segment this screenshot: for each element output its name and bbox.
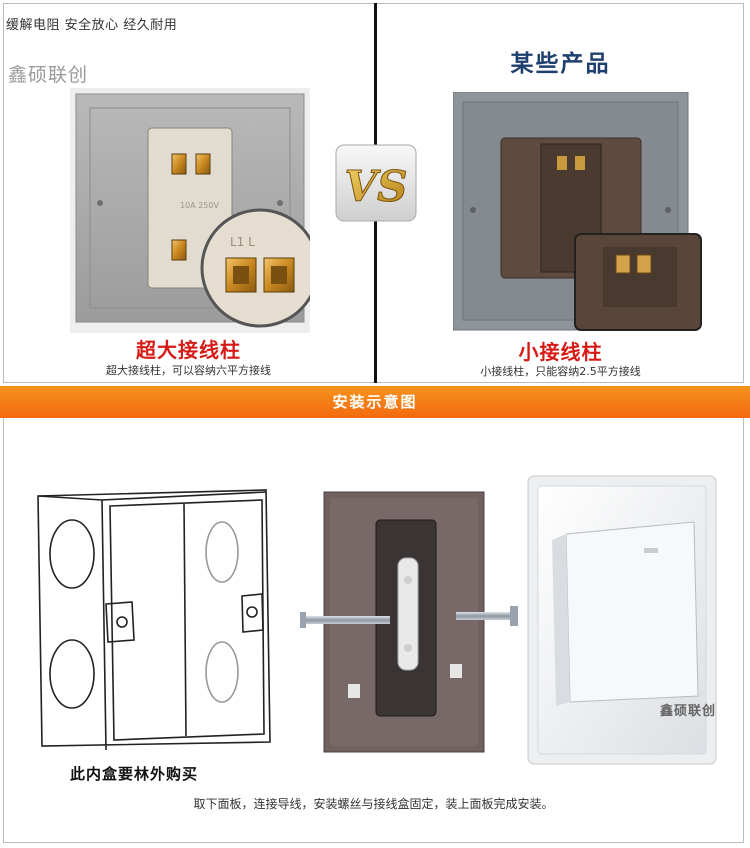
junction-box-drawing [37, 489, 271, 751]
large-terminal-title: 超大接线柱 [136, 338, 241, 362]
vs-emblem: VS [335, 144, 417, 222]
small-terminal-subtitle: 小接线柱，只能容纳2.5平方接线 [480, 365, 641, 378]
large-terminal-subtitle: 超大接线柱，可以容纳六平方接线 [106, 364, 271, 377]
switch-front-panel-image [527, 475, 717, 765]
brand-watermark: 鑫硕联创 [8, 64, 89, 86]
large-terminal-switch-image: 10A 250V L1 L [70, 88, 310, 333]
competitor-heading: 某些产品 [510, 51, 611, 77]
junction-box-caption: 此内盒要林外购买 [70, 765, 199, 783]
install-diagram-banner: 安装示意图 [0, 386, 750, 418]
comparison-frame [3, 3, 744, 383]
small-terminal-title: 小接线柱 [518, 340, 603, 364]
install-steps-text: 取下面板，连接导线，安装螺丝与接线盒固定，装上面板完成安装。 [193, 797, 554, 811]
panel-brand-label: 鑫硕联创 [660, 704, 717, 719]
svg-text:VS: VS [345, 162, 408, 211]
tagline: 缓解电阻 安全放心 经久耐用 [6, 18, 178, 33]
svg-text:L1 L: L1 L [230, 235, 255, 249]
small-terminal-switch-image [453, 92, 702, 331]
install-frame [3, 418, 744, 843]
switch-mechanism-image [300, 491, 518, 753]
svg-text:10A 250V: 10A 250V [180, 201, 219, 210]
